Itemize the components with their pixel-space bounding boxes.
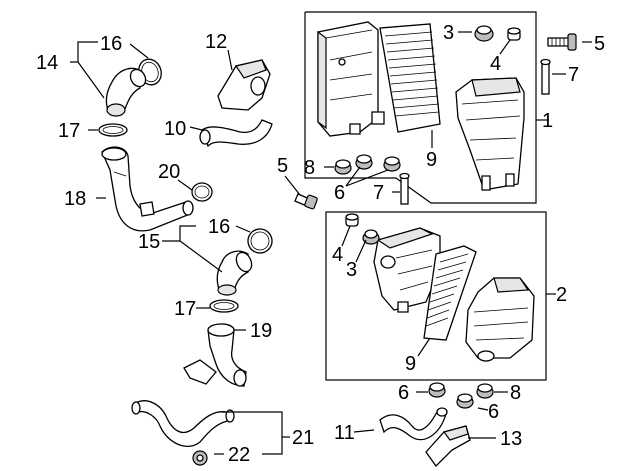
callout-3: 3 [443,22,454,44]
callout-14: 14 [36,52,58,74]
upper-air-filter [379,23,441,133]
callout-8: 8 [304,157,315,179]
callout-6: 6 [334,182,345,204]
hose-clamp-lower [209,299,239,313]
callout-17: 17 [58,120,80,142]
lower-air-filter [423,245,477,341]
callout-7: 7 [568,64,579,86]
stud-center [399,172,410,205]
lower-assembly-frame [325,211,556,381]
callout-10: 10 [164,118,186,140]
breather-hose [131,400,235,447]
callout-9: 9 [405,353,416,375]
stud-upper [540,58,551,95]
callout-15: 15 [138,231,160,253]
callout-6: 6 [488,401,499,423]
intake-hose-upper [199,119,273,148]
seal-ring [191,182,213,202]
bushing-lower [345,213,359,227]
leader-lines [70,31,592,455]
callout-5: 5 [277,155,288,177]
callout-21: 21 [292,427,314,449]
callout-22: 22 [228,444,250,466]
callout-numbers: 1 2 3 3 4 4 5 5 6 6 6 7 7 8 8 9 9 10 11 … [36,22,605,466]
intake-hose-lower [379,407,448,441]
callout-8: 8 [510,382,521,404]
elbow-lower [216,250,253,296]
hose-clip [192,450,208,466]
callout-19: 19 [250,320,272,342]
hose-clamp-upper [98,123,128,137]
clamp-lower [247,228,273,254]
lower-air-cleaner-cover [465,277,535,362]
callout-20: 20 [158,161,180,183]
callout-16: 16 [208,216,230,238]
callout-5: 5 [594,33,605,55]
elbow-upper [105,67,147,117]
callout-1: 1 [542,110,553,132]
callout-17: 17 [174,298,196,320]
bolt-upper [547,33,577,51]
lower-air-cleaner-case [373,227,441,313]
callout-4: 4 [332,244,343,266]
callout-11: 11 [334,422,355,444]
grommets-center [334,154,401,175]
callout-9: 9 [426,149,437,171]
bushing-upper [507,27,521,41]
upper-air-cleaner-cover [455,77,525,191]
callout-18: 18 [64,188,86,210]
callout-4: 4 [490,53,501,75]
intake-tube [101,146,194,232]
callout-3: 3 [346,259,357,281]
callout-12: 12 [205,31,227,53]
grommet-upper [474,25,494,42]
grommets-lower [428,382,494,409]
callout-2: 2 [556,284,567,306]
lower-intake-tube [183,323,247,387]
callout-16: 16 [100,33,122,55]
duct-bracket [217,59,271,111]
upper-air-cleaner-case [317,21,385,137]
upper-assembly-frame [304,11,549,204]
bolt-center [294,193,318,210]
callout-7: 7 [373,182,384,204]
grommet-lower [362,229,380,245]
air-duct-lower [425,425,471,468]
callout-6: 6 [398,382,409,404]
callout-13: 13 [500,428,522,450]
